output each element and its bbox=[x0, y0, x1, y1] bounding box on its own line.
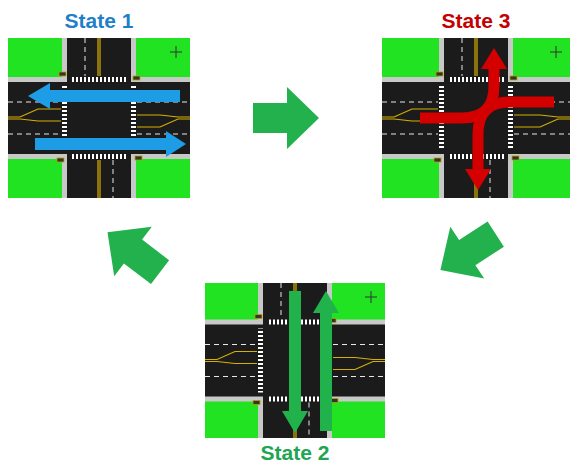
intersection-image bbox=[8, 38, 190, 198]
state-label: State 1 bbox=[65, 6, 134, 38]
cycle-arrow bbox=[440, 222, 504, 279]
intersection-image bbox=[205, 283, 385, 438]
state-panel: State 2 bbox=[205, 283, 385, 465]
state-panel: State 3 bbox=[382, 6, 570, 198]
cycle-arrow bbox=[253, 87, 319, 149]
intersection-image bbox=[382, 38, 570, 198]
state-label: State 2 bbox=[261, 438, 330, 465]
state-panel: State 1 bbox=[8, 6, 190, 198]
state-label: State 3 bbox=[442, 6, 511, 38]
cycle-arrow bbox=[108, 227, 170, 284]
